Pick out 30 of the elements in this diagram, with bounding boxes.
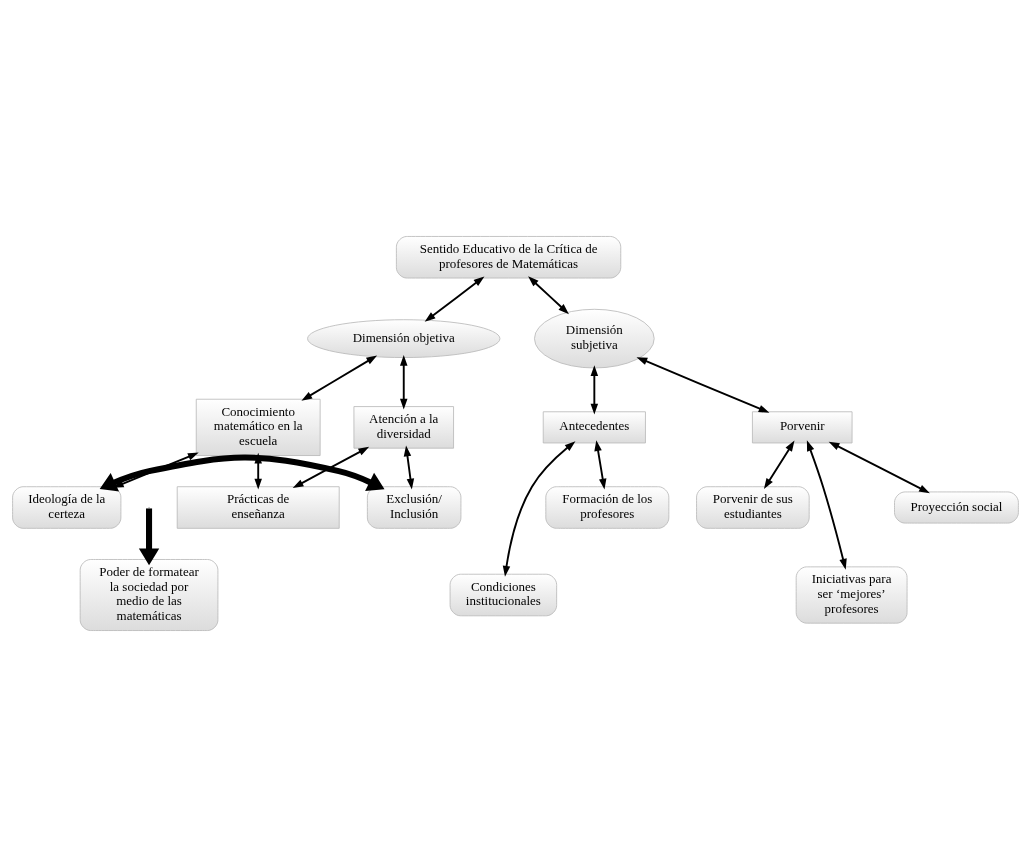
arrow [301, 355, 378, 401]
node-box: Formación de los profesores [545, 486, 670, 529]
node-box: Antecedentes [542, 411, 646, 444]
arrow [399, 355, 408, 410]
node-ellipse: Dimensión subjetiva [534, 308, 655, 369]
arrow [763, 440, 795, 490]
node-box: Sentido Educativo de la Crítica de profesores de Matemáticas [395, 236, 622, 279]
arrow [403, 445, 415, 490]
node-box: Porvenir de sus estudiantes [696, 486, 810, 529]
node-box: Ideología de la certeza [12, 486, 122, 529]
arrow [292, 446, 370, 489]
arrow [424, 276, 485, 322]
arrow [502, 441, 576, 577]
node-box: Conocimiento matemático en la escuela [195, 398, 321, 456]
node-box: Poder de formatear la sociedad por medio de las matemáticas [79, 559, 219, 631]
node-box: Exclusión/ Inclusión [366, 486, 462, 529]
node-box: Condiciones institucionales [449, 573, 558, 617]
node-box: Atención a la diversidad [353, 406, 454, 449]
node-box: Iniciativas para ser ‘mejores’ profesores [795, 566, 908, 624]
arrow [594, 440, 607, 490]
arrow [806, 440, 847, 570]
node-box: Prácticas de enseñanza [176, 486, 340, 529]
arrow [528, 276, 569, 315]
arrow [828, 441, 930, 494]
node-box: Porvenir [752, 411, 853, 444]
arrow [636, 357, 770, 413]
arrow [138, 508, 160, 566]
node-ellipse: Dimensión objetiva [307, 319, 501, 358]
node-box: Proyección social [894, 491, 1019, 524]
arrow [590, 365, 599, 415]
